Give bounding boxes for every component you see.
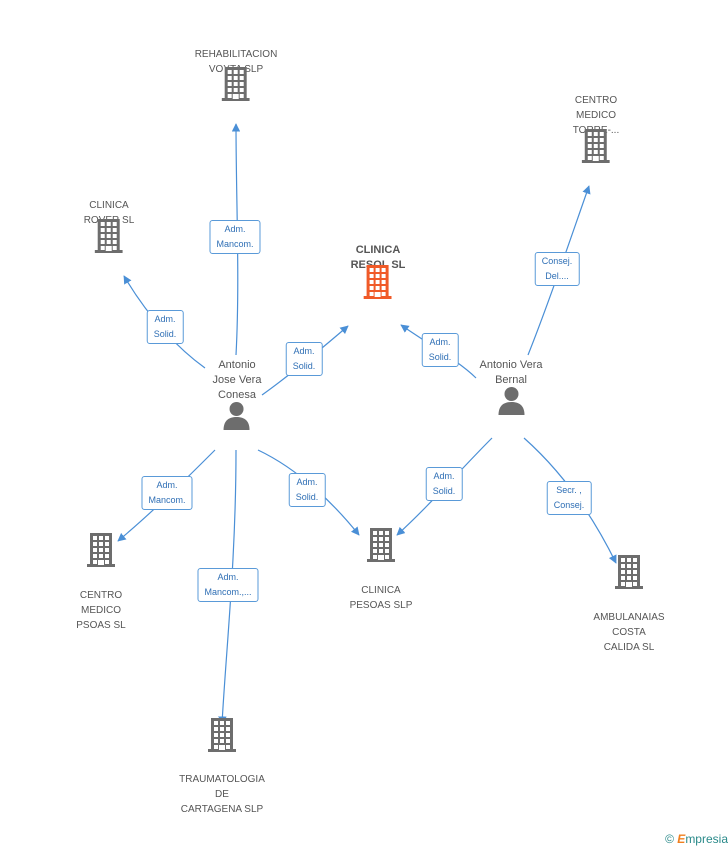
edge-label-line: Adm. [156,480,178,490]
edge-label-line: Adm. [429,337,451,347]
company-node-clinica-resol[interactable]: CLINICARESOL SL [351,243,405,299]
edge-label-line: Mancom. [216,239,254,249]
brand-initial: E [677,832,686,846]
building-icon [87,533,115,567]
company-label-line: CLINICA [355,244,401,256]
building-icon [208,718,236,752]
edge-label-line: Del.... [545,271,569,281]
company-label-line: PESOAS SLP [349,600,413,611]
company-label-line: MEDICO [575,110,616,121]
edge-label-line: Solid. [292,361,316,371]
edge-label-line: Secr. , [556,485,582,495]
person-icon [222,400,252,430]
company-node-centro-medico-torre[interactable]: CENTROMEDICOTORRE-... [573,93,619,163]
company-label-line: AMBULANAIAS [593,612,665,623]
building-icon [364,265,392,299]
company-label-line: MEDICO [81,605,121,616]
edge-label-aj-resol[interactable]: Adm. Solid. [285,342,323,376]
edge-label-line: Solid. [432,486,456,496]
edge-label-av-resol[interactable]: Adm. Solid. [421,333,459,367]
edge-label-line: Mancom.,... [204,587,252,597]
edge-label-line: Adm. [224,224,246,234]
edge-label-line: Consej. [553,500,585,510]
person-label-line: Antonio Vera [479,359,543,371]
edge-label-aj-rover[interactable]: Adm. Solid. [146,310,184,344]
company-label-line: COSTA [612,627,646,638]
company-label-line: PSOAS SL [76,620,126,631]
building-icon [94,219,123,253]
edge-label-aj-trauma[interactable]: Adm. Mancom.,... [197,568,259,602]
edge-label-av-ambulanaias[interactable]: Secr. , Consej. [546,481,592,515]
edge-label-av-pesoas[interactable]: Adm. Solid. [425,467,463,501]
company-label: CLINICA PESOAS SLP [350,583,413,613]
edge-label-line: Adm. [293,346,315,356]
company-label-line: TRAUMATOLOGIA [179,774,265,785]
company-label-line: CLINICA [89,200,129,211]
company-label: CENTRO MEDICO PSOAS SL [76,588,125,633]
building-icon [367,528,395,562]
building-icon [221,67,250,101]
edge-label-line: Adm. [217,572,239,582]
person-label-line: Conesa [218,389,256,401]
edge-label-line: Adm. [296,477,318,487]
edge-label-line: Solid. [295,492,319,502]
copyright-symbol: © [665,832,674,846]
person-label-line: Bernal [495,374,527,386]
company-label-line: CENTRO [574,95,618,106]
edge-label-line: Mancom. [148,495,186,505]
edge-label-line: Consej. [541,256,573,266]
edge-label-line: Adm. [154,314,176,324]
edge-label-aj-voyta[interactable]: Adm. Mancom. [209,220,261,254]
company-label-line: CARTAGENA SLP [180,804,264,815]
company-label-line: DE [215,789,229,800]
edge-label-line: Adm. [433,471,455,481]
brand-name: mpresia [685,832,728,846]
company-label-line: CALIDA SL [603,642,655,653]
company-label-line: CLINICA [361,585,401,596]
edge-label-av-torre[interactable]: Consej. Del.... [534,252,580,286]
person-label-line: Antonio [218,359,256,371]
edge-label-line: Solid. [153,329,177,339]
edge-label-aj-pesoas[interactable]: Adm. Solid. [288,473,326,507]
company-label-line: CENTRO [79,590,123,601]
company-label: AMBULANAIAS COSTA CALIDA SL [593,610,664,655]
building-icon [581,129,610,163]
person-label-line: Jose Vera [212,374,262,386]
company-label: TRAUMATOLOGIA DE CARTAGENA SLP [179,772,265,817]
edge-label-aj-psoas[interactable]: Adm. Mancom. [141,476,193,510]
company-node-clinica-rover[interactable]: CLINICAROVER SL [84,198,134,253]
company-label-line: REHABILITACION [194,49,278,60]
edge-label-line: Solid. [428,352,452,362]
brand-watermark: © Empresia [665,832,728,846]
building-icon [615,555,643,589]
company-node-rehabilitacion-voyta[interactable]: REHABILITACIONVOYTA SLP [194,47,278,101]
person-icon [496,385,526,415]
